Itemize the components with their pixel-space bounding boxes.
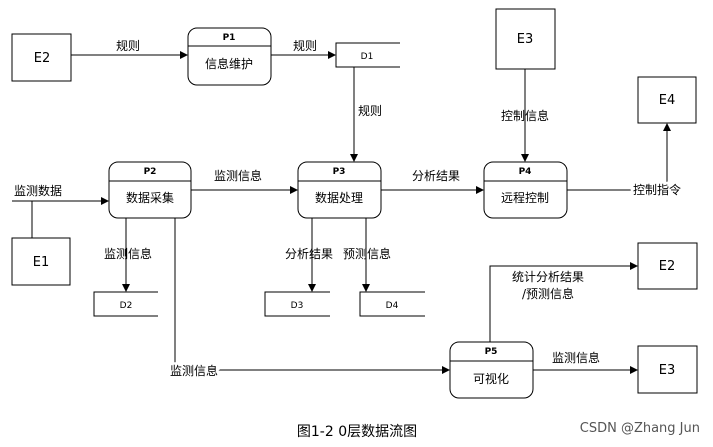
process-p4-name: 远程控制 xyxy=(501,190,549,205)
datastore-d3-label: D3 xyxy=(291,301,304,311)
datastore-d4 xyxy=(359,291,425,317)
process-p5-id: P5 xyxy=(485,347,498,357)
entity-e2-right-label: E2 xyxy=(659,259,676,274)
flow-p2-p5-label: 监测信息 xyxy=(170,363,218,378)
entity-e4-label: E4 xyxy=(659,93,676,108)
flow-d1-p3-label: 规则 xyxy=(358,103,382,118)
watermark: CSDN @Zhang Jun xyxy=(580,421,700,436)
flow-p3-d4-label: 预测信息 xyxy=(343,246,391,261)
process-p5-name: 可视化 xyxy=(473,371,509,386)
datastore-d2-label: D2 xyxy=(120,301,133,311)
datastore-d2 xyxy=(93,291,158,317)
datastore-d1 xyxy=(335,42,400,68)
flow-e3-p4-label: 控制信息 xyxy=(501,108,549,123)
process-p1-name: 信息维护 xyxy=(205,56,253,71)
entity-e3-right xyxy=(637,345,698,394)
entity-e1 xyxy=(11,237,71,286)
flow-p2-p5 xyxy=(174,218,450,374)
entity-e1-label: E1 xyxy=(33,255,50,270)
datastore-d3 xyxy=(264,291,330,317)
flow-p1-d1-label: 规则 xyxy=(293,38,317,53)
process-p2-name: 数据采集 xyxy=(126,190,174,205)
flow-p3-p4-label: 分析结果 xyxy=(412,169,460,183)
process-p1 xyxy=(187,27,272,86)
flow-p5-e2 xyxy=(489,262,638,342)
entity-e2-right xyxy=(637,242,698,290)
flow-e2-p1-label: 规则 xyxy=(116,38,140,53)
entity-e3-right-label: E3 xyxy=(659,363,676,378)
flow-p3-d3-label: 分析结果 xyxy=(285,247,333,261)
process-p3-name: 数据处理 xyxy=(315,190,363,205)
entity-e3-top-label: E3 xyxy=(517,32,534,47)
flow-p5-e2-label-1: 统计分析结果 xyxy=(512,270,584,284)
process-p4-id: P4 xyxy=(519,167,532,177)
flow-p4-e4-label: 控制指令 xyxy=(633,182,681,197)
process-p2-id: P2 xyxy=(144,167,157,177)
flow-p5-e2-label-2: /预测信息 xyxy=(522,286,574,301)
process-p1-id: P1 xyxy=(223,33,236,43)
entity-e2-top-label: E2 xyxy=(34,51,51,66)
flow-p2-d2-label: 监测信息 xyxy=(104,246,152,261)
flow-p2-p3-label: 监测信息 xyxy=(214,168,262,183)
datastore-d4-label: D4 xyxy=(386,301,399,311)
datastore-d1-label: D1 xyxy=(361,52,374,62)
entity-e2-top xyxy=(11,33,72,82)
diagram-caption: 图1-2 0层数据流图 xyxy=(297,424,417,440)
flow-e1-p2-label: 监测数据 xyxy=(14,183,62,198)
flow-p5-e3-label: 监测信息 xyxy=(552,350,600,365)
process-p3-id: P3 xyxy=(333,167,346,177)
